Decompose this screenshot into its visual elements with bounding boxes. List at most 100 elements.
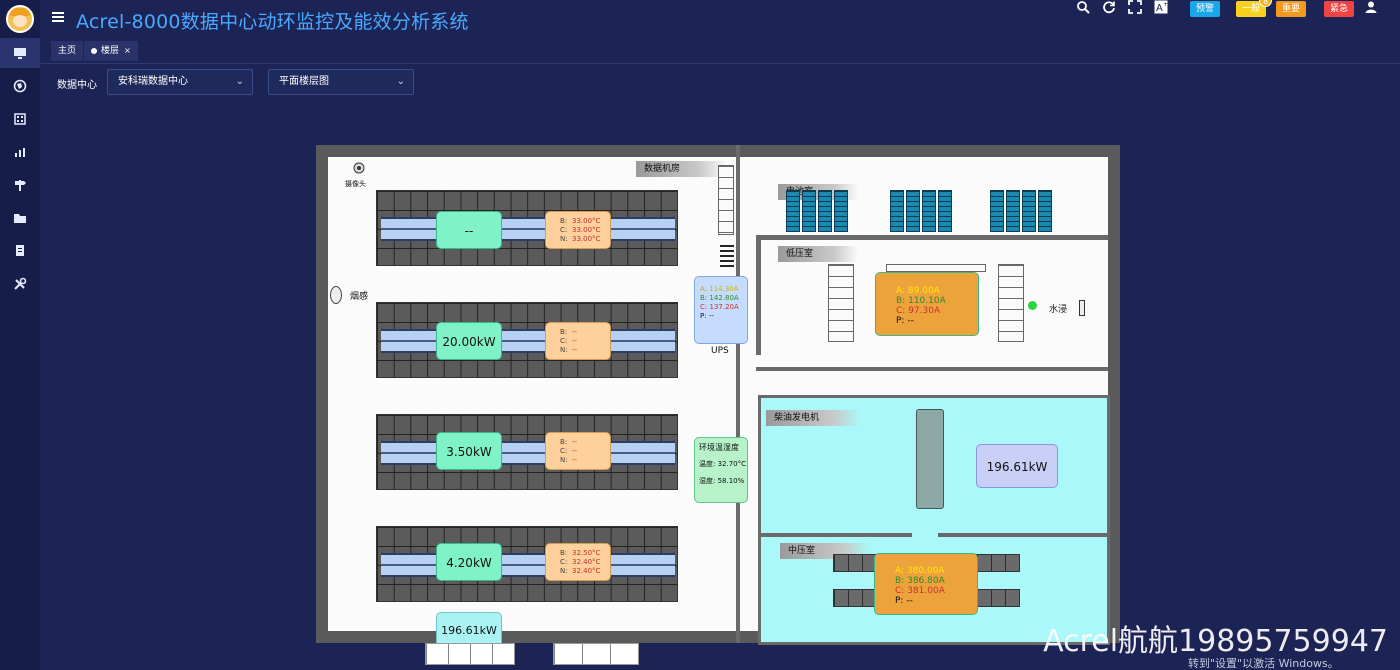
user-icon[interactable] [1362, 0, 1380, 18]
tab-home[interactable]: 主页 [51, 41, 84, 61]
rack-1-power-box[interactable]: -- [436, 211, 502, 249]
datacenter-select-value: 安科瑞数据中心 [118, 76, 188, 87]
rack-3-power-box[interactable]: 3.50kW [436, 432, 502, 470]
low-voltage-cabinet-top [886, 264, 986, 272]
app-title: Acrel-8000数据中心动环监控及能效分析系统 [76, 11, 469, 33]
watermark-text: Acrel航航19895759947 [1043, 624, 1388, 659]
sidebar-item-globe[interactable] [0, 71, 40, 101]
diesel-room-label: 柴油发电机 [766, 410, 861, 426]
total-power-box[interactable]: 196.61kW [436, 612, 502, 648]
avatar-hat [10, 8, 30, 16]
alarm-warning-button[interactable]: 预警 [1189, 1, 1220, 17]
alarm-normal-label: 一般 [1241, 4, 1260, 14]
battery-unit [1006, 190, 1020, 232]
rack-2-power-box[interactable]: 20.00kW [436, 322, 502, 360]
mid-voltage-box[interactable]: A: 380.00A B: 386.80A C: 381.00A P: -- [874, 553, 978, 615]
view-select-value: 平面楼层图 [279, 76, 329, 87]
mid-voltage-wall-right [938, 533, 1110, 537]
alarm-urgent-button[interactable]: 紧急 [1323, 1, 1354, 17]
sidebar-item-tools[interactable] [0, 269, 40, 299]
alarm-normal-count: 8 [1259, 0, 1272, 7]
alarm-normal-button[interactable]: 一般 8 [1235, 0, 1272, 17]
rack-4-temp-box[interactable]: B:32.50°C C:32.40°C N:32.40°C [545, 543, 611, 581]
low-voltage-cabinet-right[interactable] [998, 264, 1024, 342]
search-icon[interactable] [1074, 0, 1092, 18]
camera-icon[interactable] [352, 161, 366, 175]
smoke-label: 烟感 [350, 292, 369, 302]
outdoor-unit-right [553, 643, 639, 665]
view-select[interactable]: 平面楼层图 ⌄ [268, 69, 414, 95]
battery-unit [938, 190, 952, 232]
folder-icon [14, 214, 26, 223]
refresh-icon[interactable] [1100, 0, 1118, 18]
ups-box[interactable]: A: 114.30A B: 142.80A C: 137.20A P: -- [694, 276, 748, 344]
sidebar-item-signpost[interactable] [0, 170, 40, 200]
bar-chart-icon [15, 148, 25, 157]
center-wall [736, 145, 740, 643]
battery-unit [786, 190, 800, 232]
windows-activation-notice: 转到"设置"以激活 Windows。 [1188, 657, 1339, 670]
rack-4-power-box[interactable]: 4.20kW [436, 543, 502, 581]
tab-bar: 主页 楼层 × [40, 38, 1400, 64]
water-sensor-icon[interactable] [1079, 300, 1085, 316]
signpost-icon [15, 180, 26, 191]
low-voltage-box[interactable]: A: 89.00A B: 110.10A C: 97.30A P: -- [875, 272, 979, 336]
battery-unit [990, 190, 1004, 232]
fullscreen-icon[interactable] [1126, 0, 1144, 18]
menu-toggle-icon[interactable] [52, 12, 64, 22]
rack-row-3[interactable] [376, 414, 678, 490]
rack-row-4[interactable] [376, 526, 678, 602]
rack-2-temp-box[interactable]: B:-- C:-- N:-- [545, 322, 611, 360]
tools-icon [14, 277, 27, 290]
rack-3-temp-box[interactable]: B:-- C:-- N:-- [545, 432, 611, 470]
rack-strip [381, 217, 675, 241]
building-icon [14, 113, 26, 125]
outdoor-unit-left [425, 643, 515, 665]
environment-box[interactable]: 环境温湿度 温度: 32.70°C 湿度: 58.10% [694, 437, 748, 503]
low-voltage-bottom-wall [756, 367, 1108, 371]
sidebar-item-monitor[interactable] [0, 38, 40, 68]
mid-voltage-wall-left [760, 533, 912, 537]
rack-strip [381, 329, 675, 353]
rack-strip [381, 553, 675, 577]
water-sensor-label: 水浸 [1049, 305, 1068, 315]
alarm-important-button[interactable]: 重要 [1275, 1, 1306, 17]
rack-strip [381, 441, 675, 465]
low-voltage-cabinet-left[interactable] [828, 264, 854, 342]
top-bar: Acrel-8000数据中心动环监控及能效分析系统 A+ 预警 一般 8 重要 … [40, 0, 1400, 38]
svg-text:+: + [1163, 1, 1168, 8]
rack-row-1[interactable] [376, 190, 678, 266]
battery-unit [922, 190, 936, 232]
battery-unit [906, 190, 920, 232]
smoke-detector-icon[interactable] [330, 286, 342, 304]
rack-row-2[interactable] [376, 302, 678, 378]
avatar-face [13, 15, 27, 27]
avatar[interactable] [6, 5, 34, 33]
low-voltage-room-label: 低压室 [778, 246, 858, 262]
tab-close-icon[interactable]: × [124, 46, 131, 55]
battery-room-wall [756, 235, 1108, 240]
datacenter-select[interactable]: 安科瑞数据中心 ⌄ [107, 69, 253, 95]
tab-floor[interactable]: 楼层 × [84, 41, 138, 61]
diesel-power-box[interactable]: 196.61kW [976, 444, 1058, 488]
sidebar-item-chart[interactable] [0, 137, 40, 167]
sidebar-item-folder[interactable] [0, 203, 40, 233]
chevron-down-icon: ⌄ [235, 76, 244, 87]
documents-icon [16, 245, 24, 256]
data-room-label: 数据机房 [636, 161, 726, 177]
sidebar-item-documents[interactable] [0, 236, 40, 266]
globe-icon [13, 79, 27, 93]
rack-1-temp-box[interactable]: B:33.00°C C:33.00°C N:33.00°C [545, 211, 611, 249]
font-size-icon[interactable]: A+ [1152, 0, 1170, 18]
ups-cabinet[interactable] [718, 165, 734, 235]
svg-text:A: A [1156, 3, 1163, 14]
battery-unit [834, 190, 848, 232]
environment-title: 环境温湿度 [699, 443, 739, 452]
low-voltage-left-wall [756, 235, 761, 355]
diesel-generator[interactable] [916, 409, 944, 509]
ups-label: UPS [711, 346, 729, 356]
tab-floor-label: 楼层 [101, 46, 120, 56]
water-sensor-status-icon [1028, 301, 1037, 310]
sidebar-item-building[interactable] [0, 104, 40, 134]
monitor-icon [14, 47, 26, 59]
